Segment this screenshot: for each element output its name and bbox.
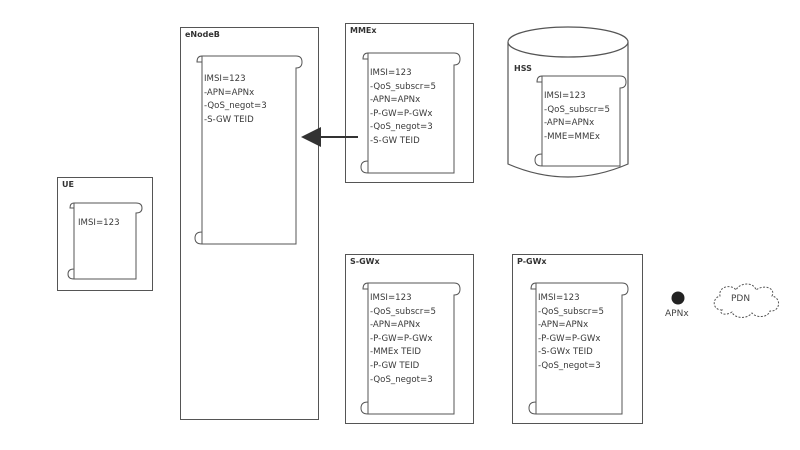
mme-node: MMEx IMSI=123 -QoS_subscr=5 -APN=APNx -P… — [345, 23, 474, 183]
scroll-shape — [360, 282, 461, 415]
pgw-line-4: -P-GW=P-GWx — [538, 333, 601, 344]
sgw-line-1: IMSI=123 — [370, 293, 412, 303]
enodeb-title: eNodeB — [185, 30, 220, 39]
mme-line-1: IMSI=123 — [370, 68, 412, 78]
mme-line-6: -S-GW TEID — [370, 135, 420, 146]
enodeb-line-3: -QoS_negot=3 — [204, 101, 267, 112]
pgw-line-3: -APN=APNx — [538, 320, 589, 331]
scroll-shape — [67, 202, 143, 280]
enodeb-line-4: -S-GW TEID — [204, 114, 254, 125]
mme-context-lines: IMSI=123 -QoS_subscr=5 -APN=APNx -P-GW=P… — [370, 67, 436, 149]
pgw-node: P-GWx IMSI=123 -QoS_subscr=5 -APN=APNx -… — [512, 254, 643, 424]
mme-line-2: -QoS_subscr=5 — [370, 81, 436, 92]
pgw-line-1: IMSI=123 — [538, 293, 580, 303]
mme-line-5: -QoS_negot=3 — [370, 122, 433, 133]
pgw-line-6: -QoS_negot=3 — [538, 360, 601, 371]
hss-context-scroll: IMSI=123 -QoS_subscr=5 -APN=APNx -MME=MM… — [532, 70, 628, 172]
hss-context-lines: IMSI=123 -QoS_subscr=5 -APN=APNx -MME=MM… — [544, 90, 610, 144]
pdn-cloud-shape — [713, 283, 779, 318]
mme-context-scroll: IMSI=123 -QoS_subscr=5 -APN=APNx -P-GW=P… — [358, 47, 462, 178]
ue-line-1: IMSI=123 — [78, 218, 120, 228]
mme-line-3: -APN=APNx — [370, 95, 421, 106]
sgw-title: S-GWx — [350, 257, 380, 266]
enodeb-line-2: -APN=APNx — [204, 87, 255, 98]
hss-node: HSS IMSI=123 -QoS_subscr=5 -APN=APNx -MM… — [506, 24, 630, 184]
scroll-shape — [528, 282, 629, 415]
enodeb-line-1: IMSI=123 — [204, 74, 246, 84]
sgw-node: S-GWx IMSI=123 -QoS_subscr=5 -APN=APNx -… — [345, 254, 474, 424]
mme-line-4: -P-GW=P-GWx — [370, 108, 433, 119]
hss-title: HSS — [514, 64, 532, 73]
ue-title: UE — [62, 180, 74, 189]
ue-context-lines: IMSI=123 — [78, 217, 120, 231]
apn-point-label: APNx — [665, 309, 689, 319]
enodeb-node: eNodeB IMSI=123 -APN=APNx -QoS_negot=3 -… — [180, 27, 319, 420]
pgw-context-scroll: IMSI=123 -QoS_subscr=5 -APN=APNx -P-GW=P… — [526, 277, 630, 419]
sgw-line-7: -QoS_negot=3 — [370, 374, 433, 385]
sgw-line-5: -MMEx TEID — [370, 347, 422, 358]
enodeb-context-scroll: IMSI=123 -APN=APNx -QoS_negot=3 -S-GW TE… — [192, 50, 304, 250]
sgw-line-3: -APN=APNx — [370, 320, 421, 331]
ue-context-scroll: IMSI=123 — [66, 197, 144, 285]
hss-line-2: -QoS_subscr=5 — [544, 104, 610, 115]
hss-line-3: -APN=APNx — [544, 118, 595, 129]
sgw-context-lines: IMSI=123 -QoS_subscr=5 -APN=APNx -P-GW=P… — [370, 292, 436, 387]
sgw-line-4: -P-GW=P-GWx — [370, 333, 433, 344]
enodeb-context-lines: IMSI=123 -APN=APNx -QoS_negot=3 -S-GW TE… — [204, 73, 267, 127]
ue-node: UE IMSI=123 — [57, 177, 153, 291]
pgw-line-2: -QoS_subscr=5 — [538, 306, 604, 317]
hss-line-1: IMSI=123 — [544, 91, 586, 101]
sgw-line-2: -QoS_subscr=5 — [370, 306, 436, 317]
mme-title: MMEx — [350, 26, 377, 35]
scroll-shape — [534, 75, 627, 167]
pgw-context-lines: IMSI=123 -QoS_subscr=5 -APN=APNx -P-GW=P… — [538, 292, 604, 374]
scroll-shape — [194, 55, 303, 245]
pdn-cloud-label: PDN — [731, 294, 751, 304]
hss-line-4: -MME=MMEx — [544, 131, 600, 142]
sgw-context-scroll: IMSI=123 -QoS_subscr=5 -APN=APNx -P-GW=P… — [358, 277, 462, 419]
pgw-line-5: -S-GWx TEID — [538, 347, 593, 358]
pgw-title: P-GWx — [517, 257, 547, 266]
sgw-line-6: -P-GW TEID — [370, 360, 420, 371]
apn-point-dot — [671, 291, 685, 305]
scroll-shape — [360, 52, 461, 174]
